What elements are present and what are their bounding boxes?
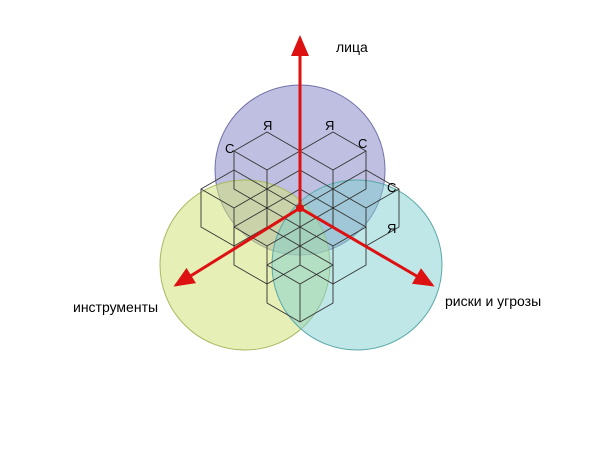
mark-s-1: С [225,141,234,156]
cube-edge [266,188,301,209]
cube-edge [233,150,268,171]
cube-edge [266,226,301,247]
cube-edge [365,188,400,209]
cube-edge [200,188,235,209]
cube-edge [299,226,334,247]
cube-edge [332,150,367,171]
cube-edge [299,188,334,209]
arrow-risks [299,206,435,287]
axis-label-risks: риски и угрозы [445,293,541,309]
mark-ya-1: Я [263,118,272,133]
mark-s-3: С [387,180,396,195]
arrow-instruments [173,206,301,287]
axes-origin [296,204,304,212]
cube-edge [233,226,268,247]
axis-label-persons: лица [336,39,368,55]
mark-ya-2: Я [325,118,334,133]
cube-edge [332,188,367,209]
cube-edge [266,150,301,171]
mark-s-2: С [358,136,367,151]
cube-edge [266,264,301,285]
circle-risks [271,179,443,351]
cube-edge [299,264,334,285]
cube-edge [299,150,334,171]
mark-ya-3: Я [387,221,396,236]
cube-edge [233,188,268,209]
axis-label-instruments: инструменты [73,299,158,315]
